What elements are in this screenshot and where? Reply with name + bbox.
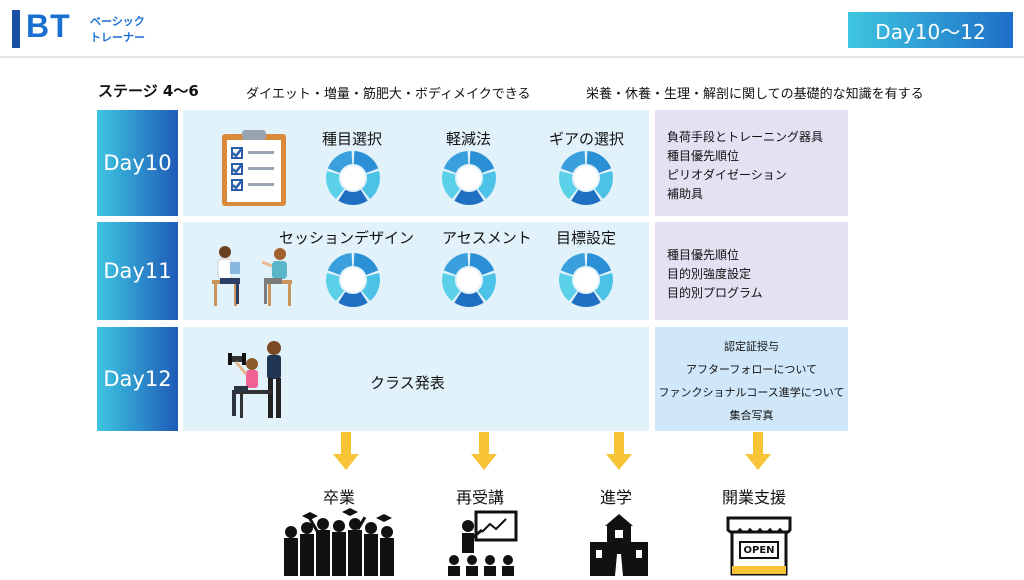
cycle-segment [586,253,612,275]
down-arrow-shape [745,432,771,470]
cycle-segment [443,253,469,275]
day12-side-panel: 認定証授与 アフターフォローについて ファンクショナルコース進学について 集合写… [655,327,848,431]
day10-tab: Day10 [97,110,178,216]
day11-topic-1: セッションデザイン [279,229,415,247]
cycle-segment [326,273,345,301]
logo-bar [12,10,20,48]
down-arrow-shape [471,432,497,470]
down-arrow-icon [471,432,497,476]
cycle-center [341,166,365,190]
day11-side-item: 目的別強度設定 [667,267,752,281]
cycle-segment [571,291,601,307]
day-range-badge: Day10〜12 [848,12,1013,48]
logo-subtitle: ベーシック トレーナー [90,14,145,46]
down-arrow-shape [333,432,359,470]
cycle-segment [454,291,484,307]
down-arrow-icon [745,432,771,476]
cycle-center [457,268,481,292]
day10-side-item: ピリオダイゼーション [667,168,787,182]
cycle-segment [443,151,469,173]
header-divider [0,56,1024,58]
cycle-segment [594,273,613,301]
consultation-people-icon [208,242,298,308]
day11-cycle-diagram-2 [441,252,497,312]
cycle-segment [559,171,578,199]
day11-cycle-diagram-3 [558,252,614,312]
cycle-center [574,268,598,292]
cycle-segment [361,171,380,199]
day12-side-item: ファンクショナルコース進学について [658,386,845,399]
cycle-segment [469,253,495,275]
cycle-segment [454,189,484,205]
outcome-retake: 再受講 [456,488,505,507]
cycle-segment [327,151,353,173]
down-arrow-shape [606,432,632,470]
cycle-segment [338,291,368,307]
school-building-icon [588,512,650,576]
logo: BT [26,8,71,44]
day11-topic-3: 目標設定 [556,229,617,247]
day12-side-item: アフターフォローについて [685,363,817,376]
cycle-segment [586,151,612,173]
graduates-icon [282,508,404,576]
cycle-segment [338,189,368,205]
clipboard-checklist-icon [220,128,288,208]
outcome-startup-support: 開業支援 [722,488,787,507]
logo-subtitle-line1: ベーシック [90,15,145,28]
cycle-segment [327,253,353,275]
day12-side-item: 認定証授与 [724,340,779,353]
cycle-segment [361,273,380,301]
cycle-segment [442,171,461,199]
cycle-center [457,166,481,190]
open-shop-icon [726,514,792,576]
stage-label: ステージ 4〜6 [98,82,199,100]
day10-side-item: 負荷手段とトレーニング器具 [667,130,824,144]
trainer-workout-icon [226,338,292,422]
cycle-segment [353,253,379,275]
day10-side-item: 補助具 [667,187,704,201]
stage-description-1: ダイエット・増量・筋肥大・ボディメイクできる [246,87,531,102]
day11-tab: Day11 [97,222,178,320]
cycle-segment [477,273,496,301]
down-arrow-icon [333,432,359,476]
stage-description-2: 栄養・休養・生理・解剖に関しての基礎的な知識を有する [586,87,924,102]
day10-cycle-diagram-2 [441,150,497,210]
day11-side-item: 種目優先順位 [667,248,740,262]
cycle-segment [326,171,345,199]
day11-cycle-diagram-1 [325,252,381,312]
day10-topic-2: 軽減法 [446,130,492,148]
cycle-segment [594,171,613,199]
day11-side-panel: 種目優先順位 目的別強度設定 目的別プログラム [655,222,848,320]
outcome-graduation: 卒業 [323,488,356,507]
cycle-center [341,268,365,292]
day10-cycle-diagram-1 [325,150,381,210]
cycle-segment [560,253,586,275]
outcome-advance: 進学 [600,488,633,507]
down-arrow-icon [606,432,632,476]
day12-main-text: クラス発表 [370,374,445,392]
cycle-segment [559,273,578,301]
cycle-segment [560,151,586,173]
day10-side-item: 種目優先順位 [667,149,740,163]
logo-subtitle-line2: トレーナー [90,31,145,44]
cycle-segment [442,273,461,301]
cycle-segment [353,151,379,173]
cycle-segment [571,189,601,205]
lecture-presentation-icon [446,510,518,576]
day12-side-item: 集合写真 [729,409,774,422]
day10-cycle-diagram-3 [558,150,614,210]
day11-side-item: 目的別プログラム [667,286,763,300]
day10-side-panel: 負荷手段とトレーニング器具 種目優先順位 ピリオダイゼーション 補助具 [655,110,848,216]
cycle-segment [469,151,495,173]
cycle-center [574,166,598,190]
day12-main-panel [183,327,649,431]
open-sign-text: OPEN [743,545,775,556]
day10-topic-1: 種目選択 [322,130,383,148]
cycle-segment [477,171,496,199]
day11-topic-2: アセスメント [442,229,532,247]
day12-tab: Day12 [97,327,178,431]
day10-topic-3: ギアの選択 [549,130,625,148]
